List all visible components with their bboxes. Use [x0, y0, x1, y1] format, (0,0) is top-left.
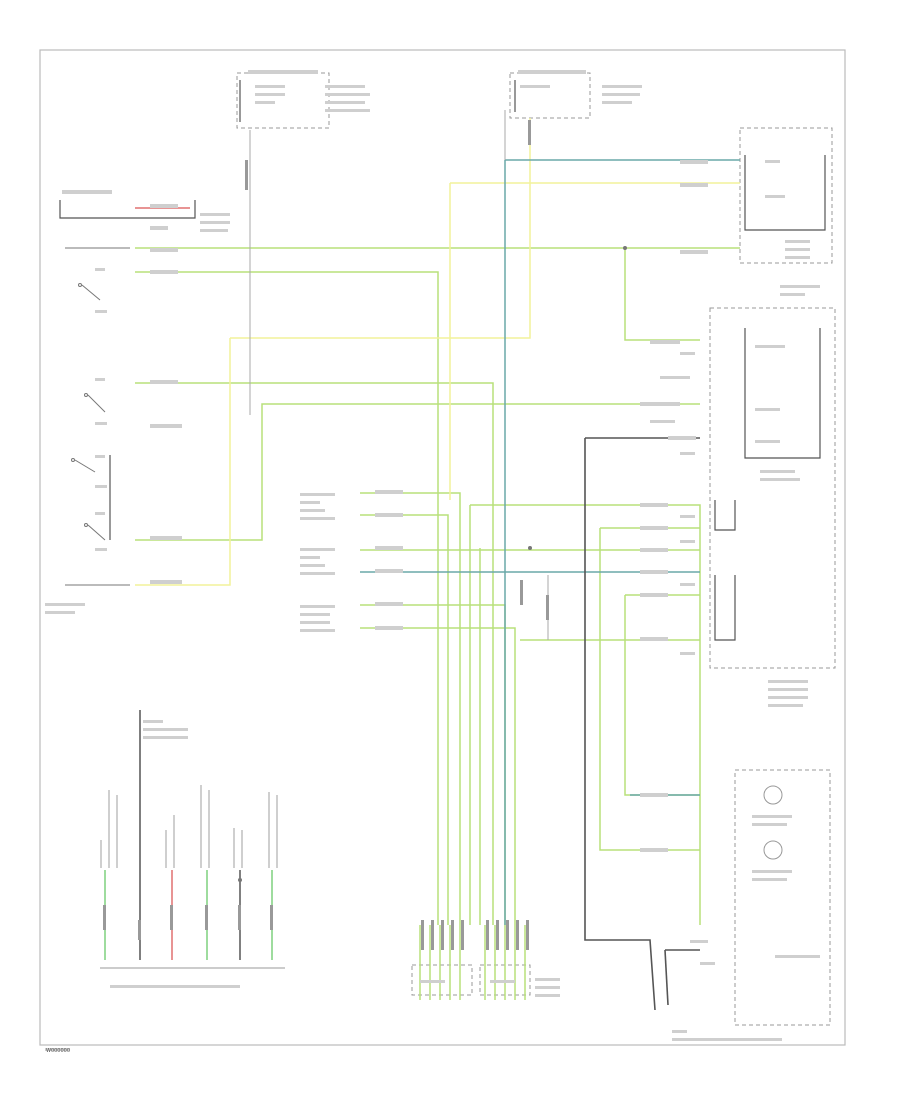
- wires-dark-gray: [584, 437, 700, 1011]
- lamp-bulbs: [763, 785, 783, 860]
- wires-green-yellow: [135, 247, 740, 1000]
- left-turn-indicator-bulb: [763, 785, 783, 805]
- hot-at-all-times-fuse-box: [236, 72, 330, 129]
- faint-labels: [45, 70, 820, 1051]
- diagram-border: [39, 49, 846, 1046]
- right-turn-indicator-bulb: [763, 840, 783, 860]
- footer-code: W000000: [46, 1048, 70, 1054]
- left-turn-lamp-box: [739, 127, 833, 264]
- trailer-connector-pins: [104, 710, 273, 960]
- terminal-markers: [238, 246, 627, 882]
- gauge-assembly-box: [734, 769, 831, 1026]
- connector-left-box: [411, 964, 473, 996]
- vertical-wire-labels: [103, 120, 549, 950]
- wires-gray-thin: [249, 110, 549, 640]
- switch-symbols: [65, 247, 130, 586]
- component-frames: [59, 80, 826, 641]
- turn-signal-flasher-box: [709, 307, 836, 669]
- hot-in-run-fuse-box: [509, 72, 591, 119]
